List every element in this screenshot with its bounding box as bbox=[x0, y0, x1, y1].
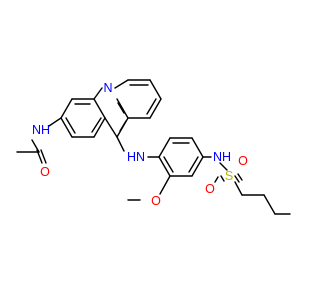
acridine-left-ring bbox=[60, 98, 106, 138]
structure-svg: N NH O HN O NH S O O bbox=[16, 79, 291, 215]
methoxy-bonds bbox=[127, 175, 171, 201]
sulfonamide-nh-label: NH bbox=[213, 150, 231, 164]
acetamido-bonds bbox=[16, 117, 62, 164]
anilino-ring bbox=[147, 137, 204, 177]
sulfonamide-bonds bbox=[202, 156, 291, 215]
acridine-nitrogen-label: N bbox=[103, 81, 112, 95]
acetamide-nh-label: NH bbox=[32, 123, 50, 137]
bond-lines bbox=[16, 79, 291, 215]
sulfonyl-oxygen-left-label: O bbox=[205, 182, 215, 196]
sulfonyl-oxygen-right-label: O bbox=[238, 154, 248, 168]
acridine-right-ring bbox=[114, 79, 162, 119]
anilino-nh-label: HN bbox=[127, 150, 145, 164]
molecule-diagram: N NH O HN O NH S O O bbox=[16, 79, 291, 215]
c9-nh-bond bbox=[116, 136, 125, 152]
acridine-central-ring bbox=[93, 87, 129, 138]
methoxy-oxygen-label: O bbox=[151, 194, 161, 208]
carbonyl-oxygen-label: O bbox=[40, 165, 50, 179]
atom-labels: N NH O HN O NH S O O bbox=[32, 81, 248, 208]
sulfur-label: S bbox=[225, 169, 233, 183]
